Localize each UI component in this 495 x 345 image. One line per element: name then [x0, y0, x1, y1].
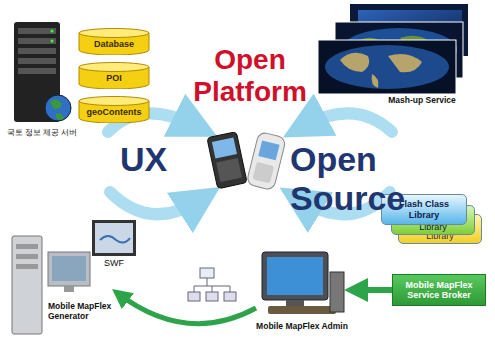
node-text: Mobile MapFlex Service Broker [397, 280, 481, 301]
database-cylinder: Database [78, 28, 150, 55]
database-cylinder: POI [78, 62, 150, 89]
caption-label: 국토 정보 제공 서버 [6, 128, 78, 137]
mobile-phones [207, 131, 286, 190]
node-text: geoContents [87, 107, 142, 117]
flow-arrow [350, 287, 392, 293]
admin-computer [262, 252, 344, 314]
computer-node: Mobile MapFlex Generator [8, 232, 118, 340]
concept-label: Open Source [290, 140, 490, 218]
server-icon [14, 22, 71, 122]
caption-label: SWF [92, 258, 136, 268]
node-text: POI [106, 73, 122, 83]
node-text: Mobile MapFlex Admin [254, 322, 350, 332]
network-icon [188, 268, 236, 301]
service-box: Mobile MapFlex Service Broker [392, 274, 486, 306]
concept-label: UX [120, 140, 190, 179]
database-cylinder: geoContents [78, 96, 150, 123]
computer-node: Mobile MapFlex Admin [254, 246, 350, 340]
map-images [318, 4, 468, 94]
node-text: Mobile MapFlex Generator [48, 302, 118, 322]
flow-arrow [116, 292, 256, 324]
node-text: Database [94, 39, 134, 49]
concept-label: Open Platform [183, 44, 317, 108]
caption-label: Mash-up Service [372, 96, 472, 106]
swf-screen [92, 220, 136, 256]
